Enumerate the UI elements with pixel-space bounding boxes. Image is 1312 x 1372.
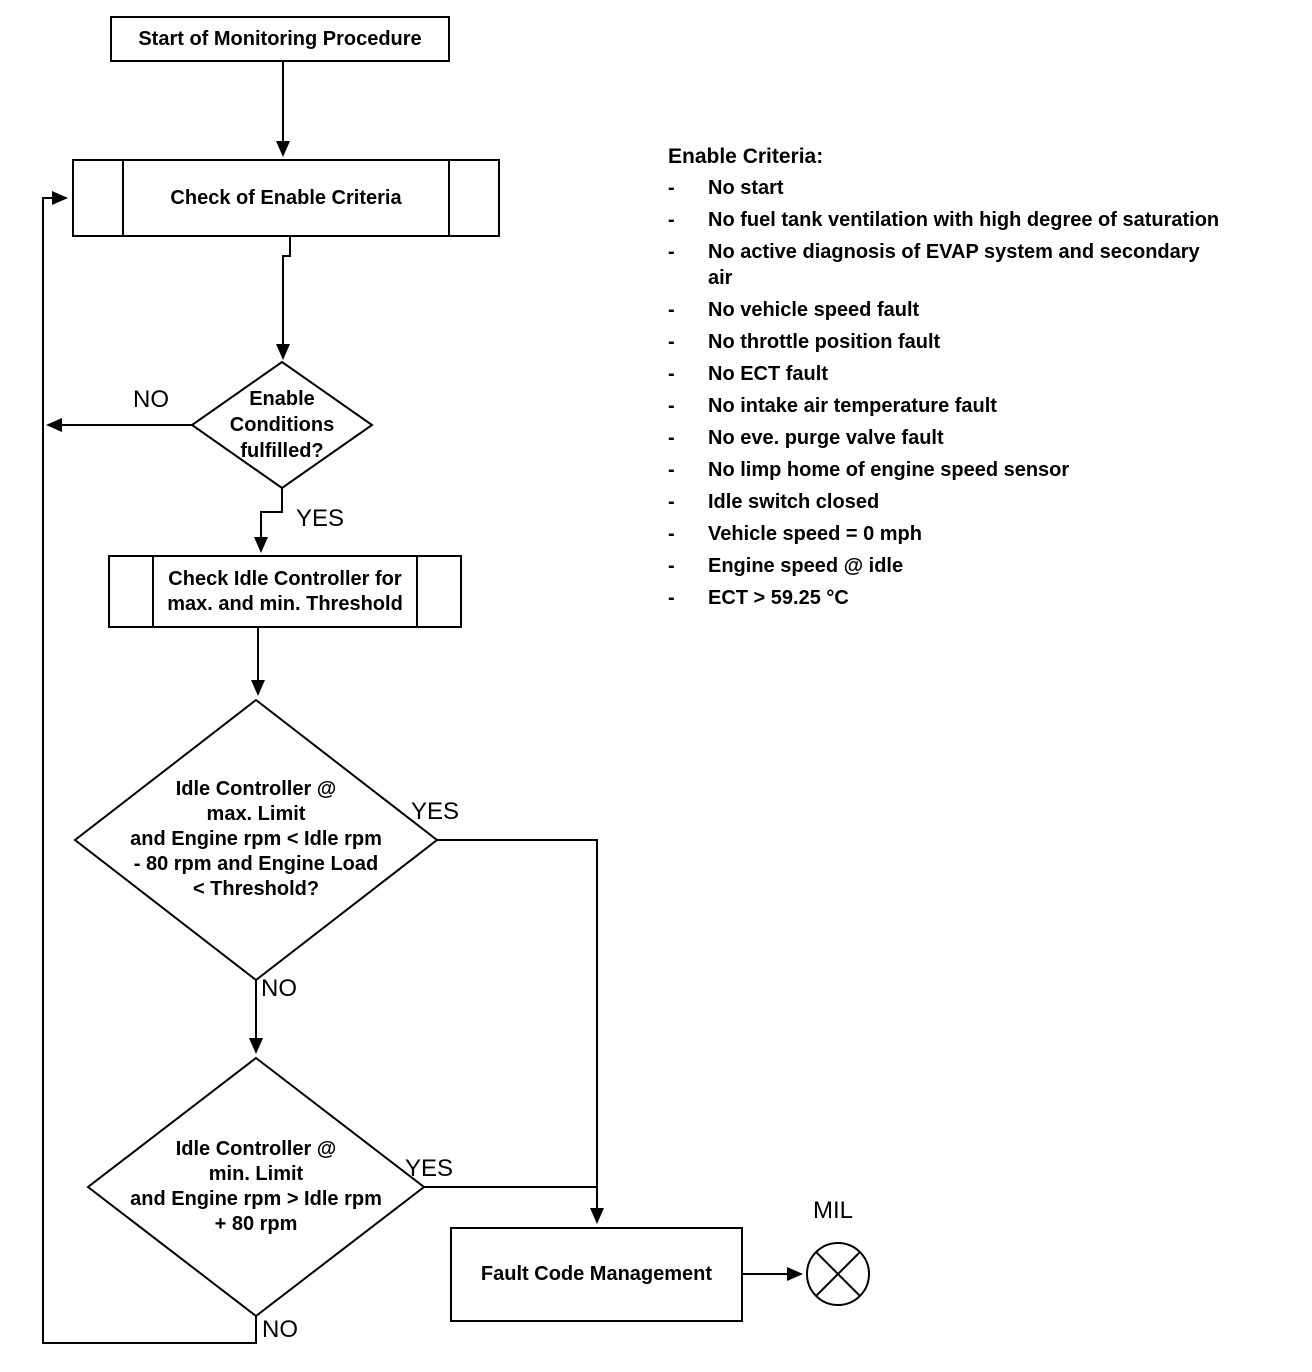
list-item-text: No eve. purge valve fault	[708, 427, 944, 449]
subroutine-divider-left	[122, 161, 124, 235]
dash-bullet: -	[668, 395, 675, 417]
idle-min-limit-diamond	[86, 1056, 426, 1318]
dash-bullet: -	[668, 427, 675, 449]
idle-min-limit-label: Idle Controller @ min. Limit and Engine …	[130, 1138, 382, 1235]
edge-min-no-loop	[42, 191, 257, 1344]
list-item: - No vehicle speed fault	[668, 297, 1312, 323]
list-item: - No eve. purge valve fault	[668, 425, 1312, 451]
dash-bullet: -	[668, 363, 675, 385]
list-item: - No fuel tank ventilation with high deg…	[668, 207, 1312, 233]
mil-lamp-circle	[806, 1242, 870, 1306]
dash-bullet: -	[668, 555, 675, 577]
check-idle-controller-label: Check Idle Controller for max. and min. …	[167, 567, 403, 615]
dash-bullet: -	[668, 331, 675, 353]
list-item-text: No intake air temperature fault	[708, 395, 997, 417]
check-enable-criteria-node: Check of Enable Criteria	[72, 159, 500, 237]
edge-enable-yes	[254, 488, 283, 553]
check-enable-criteria-label: Check of Enable Criteria	[170, 186, 402, 209]
mil-lamp-icon	[806, 1242, 870, 1306]
list-item: - No active diagnosis of EVAP system and…	[668, 239, 1312, 291]
list-item: - Idle switch closed	[668, 489, 1312, 515]
mil-lamp-cross	[815, 1251, 861, 1297]
start-node-label: Start of Monitoring Procedure	[138, 27, 422, 50]
enable-yes-label: YES	[296, 505, 345, 532]
list-item-text: Idle switch closed	[708, 491, 880, 513]
idle-max-limit-label: Idle Controller @ max. Limit and Engine …	[130, 778, 382, 900]
start-node: Start of Monitoring Procedure	[110, 16, 450, 62]
list-item-text: Engine speed @ idle	[708, 555, 904, 577]
subroutine-divider-right	[416, 557, 418, 626]
dash-bullet: -	[668, 299, 675, 321]
fault-code-management-label: Fault Code Management	[480, 1263, 713, 1285]
edge-check-to-enable-decision	[276, 237, 291, 360]
list-item-text: No vehicle speed fault	[708, 299, 920, 321]
max-yes-label: YES	[411, 798, 460, 825]
dash-bullet: -	[668, 177, 675, 199]
list-item: - No intake air temperature fault	[668, 393, 1312, 419]
dash-bullet: -	[668, 491, 675, 513]
max-no-label: NO	[261, 975, 297, 1002]
edge-max-yes-to-fault	[437, 839, 604, 1224]
idle-max-limit-diamond	[73, 698, 439, 982]
subroutine-divider-left	[152, 557, 154, 626]
list-item-text: No throttle position fault	[708, 331, 941, 353]
list-item-text: Vehicle speed = 0 mph	[708, 523, 922, 545]
list-item-text: No ECT fault	[708, 363, 828, 385]
enable-conditions-diamond	[190, 360, 374, 490]
list-item-text: No fuel tank ventilation with high degre…	[708, 209, 1220, 231]
list-item: - Engine speed @ idle	[668, 553, 1312, 579]
enable-conditions-label: Enable Conditions fulfilled?	[229, 388, 335, 462]
list-item: - No start	[668, 175, 1312, 201]
enable-no-label: NO	[133, 386, 169, 413]
list-item: - No throttle position fault	[668, 329, 1312, 355]
list-item: - Vehicle speed = 0 mph	[668, 521, 1312, 547]
dash-bullet: -	[668, 459, 675, 481]
min-no-label: NO	[262, 1316, 298, 1343]
subroutine-divider-right	[448, 161, 450, 235]
fault-code-management-node: Fault Code Management	[450, 1227, 743, 1322]
dash-bullet: -	[668, 587, 675, 609]
list-item: - No ECT fault	[668, 361, 1312, 387]
list-item-text: No start	[708, 177, 784, 199]
dash-bullet: -	[668, 209, 675, 231]
list-item: - No limp home of engine speed sensor	[668, 457, 1312, 483]
dash-bullet: -	[668, 241, 675, 263]
list-item-text: No active diagnosis of EVAP system and s…	[708, 241, 1200, 289]
list-item-text: ECT > 59.25 °C	[708, 587, 849, 609]
list-item-text: No limp home of engine speed sensor	[708, 459, 1070, 481]
check-idle-controller-node: Check Idle Controller for max. and min. …	[108, 555, 462, 628]
mil-label: MIL	[813, 1197, 854, 1224]
enable-criteria-panel: Enable Criteria: - No start - No fuel ta…	[668, 144, 1312, 617]
min-yes-label: YES	[405, 1155, 454, 1182]
dash-bullet: -	[668, 523, 675, 545]
list-item: - ECT > 59.25 °C	[668, 585, 1312, 611]
enable-criteria-title: Enable Criteria:	[668, 145, 824, 168]
